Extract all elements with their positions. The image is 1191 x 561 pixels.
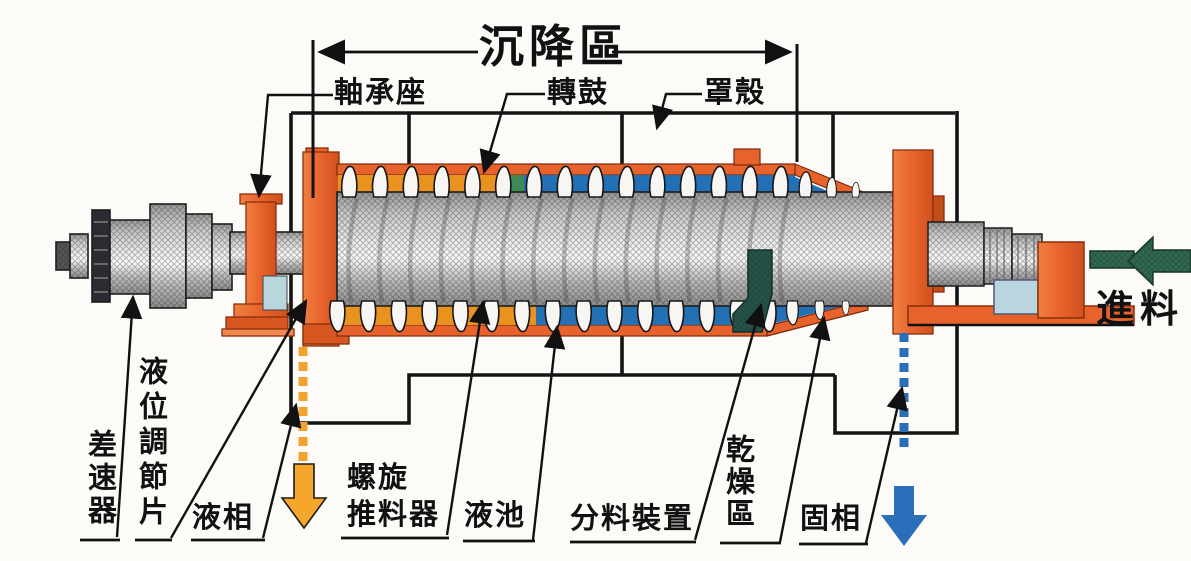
label-screw-conveyor-2: 推料器 [347, 500, 440, 530]
label-settling-zone: 沉降區 [479, 24, 629, 71]
screw-conveyor [330, 166, 893, 331]
label-screw-conveyor-1: 螺旋 [347, 463, 409, 493]
label-solid-phase: 固相 [800, 504, 862, 534]
pale-blue-housing-left [263, 276, 287, 310]
label-bowl: 轉鼓 [547, 78, 609, 108]
label-differential: 差速器 [84, 429, 114, 528]
feed-arrow [1128, 237, 1191, 285]
solid-discharge-arrow [881, 333, 927, 546]
label-liquid-pool: 液池 [464, 501, 526, 531]
label-underlines [80, 538, 868, 544]
label-level-plate: 液位調節片 [135, 356, 165, 531]
label-liquid-phase: 液相 [192, 503, 254, 533]
label-feed: 進料 [1096, 291, 1184, 331]
label-bearing-seat: 軸承座 [334, 78, 427, 108]
label-feed-distributor: 分料裝置 [570, 504, 694, 534]
label-drying-zone: 乾燥區 [722, 434, 752, 530]
label-casing: 罩殼 [704, 78, 766, 108]
